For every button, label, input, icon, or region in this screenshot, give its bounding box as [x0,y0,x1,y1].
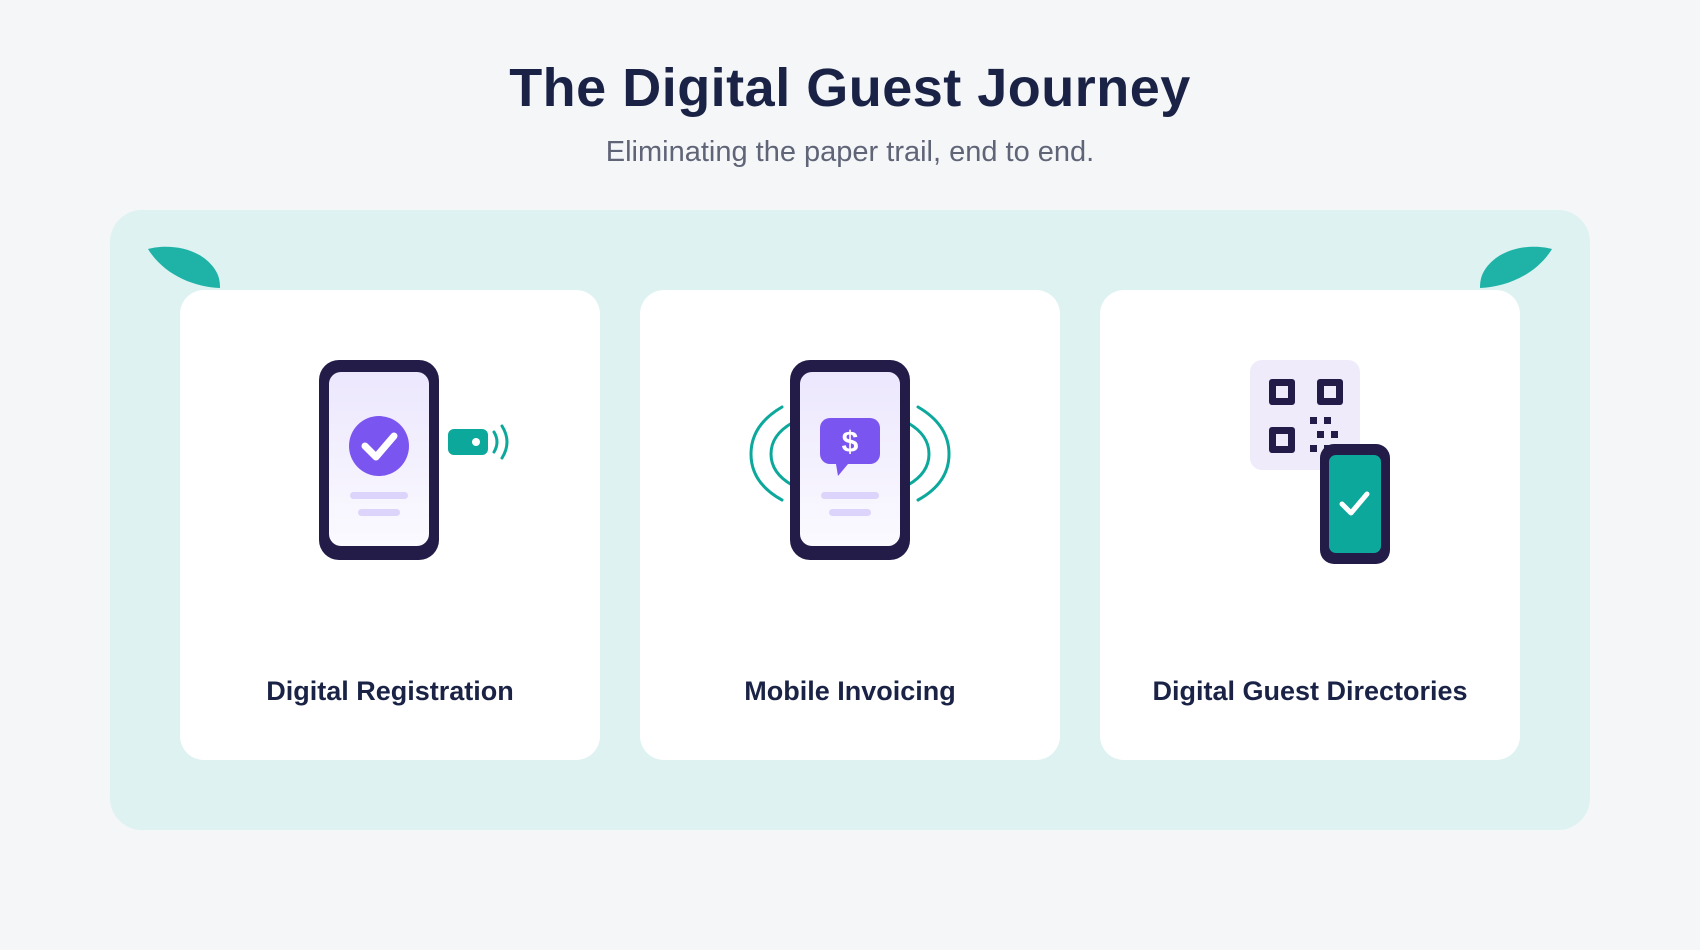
page-subtitle: Eliminating the paper trail, end to end. [605,136,1095,168]
feature-card-label: Digital Guest Directories [1152,676,1468,706]
svg-text:$: $ [842,426,859,459]
phone-dollar-message-icon: $ [749,360,951,560]
page-title: The Digital Guest Journey [509,58,1191,118]
phone-check-key-card-icon [319,360,509,560]
leaf-icon-left [148,246,220,288]
feature-card-label: Mobile Invoicing [744,676,956,706]
feature-card-digital-registration: Digital Registration [180,290,600,760]
feature-card-label: Digital Registration [266,676,514,706]
feature-panel: Digital Registration $ Mobile Invoicing [110,210,1590,830]
leaf-icon-right [1480,246,1552,288]
feature-card-digital-guest-directories: Digital Guest Directories [1100,290,1520,760]
qr-code-phone-check-icon [1250,360,1390,564]
feature-card-mobile-invoicing: $ Mobile Invoicing [640,290,1060,760]
